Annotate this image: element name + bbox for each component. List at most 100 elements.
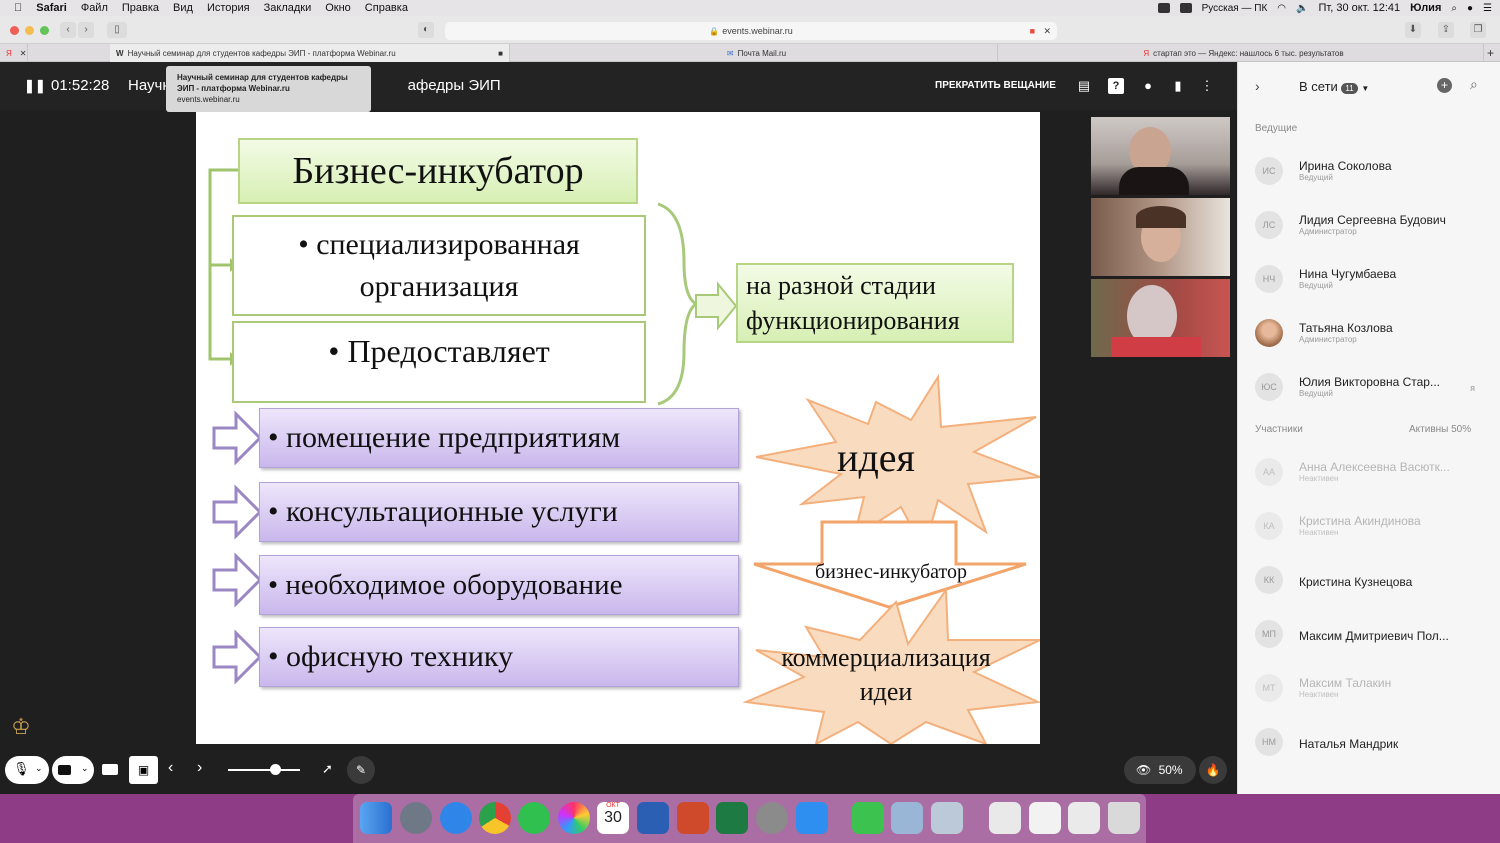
clock[interactable]: Пт, 30 окт. 12:41	[1318, 2, 1401, 14]
safari-icon[interactable]	[440, 802, 472, 834]
menu-history[interactable]: История	[198, 2, 250, 14]
next-slide-icon[interactable]: ›	[197, 759, 203, 776]
camera-button[interactable]: ⌄	[52, 756, 94, 784]
arrow-right-icon	[212, 410, 263, 466]
trash-icon[interactable]	[1108, 802, 1140, 834]
camera-in-use-icon[interactable]: ■	[1029, 26, 1035, 36]
slide-item-organization: • специализированная организация	[232, 215, 646, 316]
chrome-icon[interactable]	[479, 802, 511, 834]
microphone-button[interactable]: 🎙 ⌄	[5, 756, 49, 784]
document-icon[interactable]	[989, 802, 1021, 834]
word-icon[interactable]	[637, 802, 669, 834]
keyboard-layout[interactable]: Русская — ПК	[1201, 2, 1268, 14]
previous-slide-icon[interactable]: ‹	[168, 759, 174, 776]
tab-bar: Я✕ W Научный семинар для студентов кафед…	[0, 44, 1500, 62]
menu-window[interactable]: Окно	[316, 2, 351, 14]
address-bar[interactable]: 🔒 events.webinar.ru ■ ✕	[445, 22, 1057, 40]
person-icon[interactable]: ●	[1144, 78, 1152, 93]
camera-status-icon[interactable]	[1157, 3, 1170, 13]
volume-icon[interactable]: 🔈	[1296, 2, 1309, 14]
more-vertical-icon[interactable]: ⋮	[1200, 78, 1214, 93]
apple-icon[interactable]: 	[14, 2, 22, 14]
zoom-slider-track[interactable]	[228, 769, 300, 771]
participant-video[interactable]	[1091, 279, 1230, 357]
menu-app[interactable]: Safari	[28, 2, 67, 14]
menu-file[interactable]: Файл	[72, 2, 108, 14]
tab-webinar[interactable]: W Научный семинар для студентов кафедры …	[110, 44, 510, 62]
finder-icon[interactable]	[360, 802, 392, 834]
siri-icon[interactable]: ●	[1466, 2, 1474, 14]
search-icon[interactable]: ⌕	[1470, 76, 1478, 92]
tabs-overview-icon[interactable]: ❐	[1470, 22, 1486, 38]
idea-label: идея	[837, 434, 915, 480]
views-indicator[interactable]: 👁 50%	[1124, 756, 1196, 784]
online-filter[interactable]: В сети 11 ▼	[1299, 79, 1369, 94]
preview-icon[interactable]	[891, 802, 923, 834]
participant-video[interactable]	[1091, 198, 1230, 276]
tab-yandex[interactable]: Я стартап это — Яндекс: нашлось 6 тыс. р…	[998, 44, 1484, 62]
facetime-icon[interactable]	[852, 802, 884, 834]
clear-address-icon[interactable]: ✕	[1043, 25, 1051, 36]
chat-icon[interactable]: ▤	[1077, 78, 1091, 93]
close-window-button[interactable]	[10, 26, 19, 35]
back-icon[interactable]: ‹	[60, 22, 76, 38]
question-icon[interactable]: ?	[1108, 78, 1124, 94]
menu-view[interactable]: Вид	[164, 2, 193, 14]
downloads-icon[interactable]: ⬇	[1405, 22, 1421, 38]
presentation-icon[interactable]: ▣	[129, 756, 158, 784]
wifi-icon[interactable]: ◠	[1277, 2, 1287, 14]
powerpoint-icon[interactable]	[677, 802, 709, 834]
zoom-window-button[interactable]	[40, 26, 49, 35]
image-capture-icon[interactable]	[931, 802, 963, 834]
close-tab-icon[interactable]: ✕	[19, 48, 27, 58]
photos-icon[interactable]	[558, 802, 590, 834]
add-participant-icon[interactable]: +	[1437, 78, 1452, 93]
new-tab-icon[interactable]: +	[1486, 46, 1494, 60]
control-icon[interactable]: ☰	[1483, 2, 1492, 14]
system-preferences-icon[interactable]	[756, 802, 788, 834]
privacy-shield-icon[interactable]: ◐	[418, 22, 434, 38]
zoom-slider-handle[interactable]	[270, 764, 281, 775]
user-name[interactable]: Юлия	[1410, 2, 1442, 14]
app-store-icon[interactable]	[796, 802, 828, 834]
camera-tab-icon: ■	[498, 48, 503, 58]
excel-icon[interactable]	[716, 802, 748, 834]
sidebar-toggle-icon[interactable]: ▯	[107, 22, 127, 38]
menu-help[interactable]: Справка	[356, 2, 408, 14]
minimize-window-button[interactable]	[25, 26, 34, 35]
whatsapp-icon[interactable]	[518, 802, 550, 834]
document-icon[interactable]	[1068, 802, 1100, 834]
display-icon[interactable]	[1179, 3, 1192, 13]
yandex-pinned-tab[interactable]: Я✕	[0, 44, 28, 62]
video-hair	[1136, 206, 1186, 228]
menu-bookmarks[interactable]: Закладки	[255, 2, 312, 14]
pointer-icon[interactable]: ➚	[322, 761, 333, 776]
screen-share-icon[interactable]	[102, 764, 118, 775]
launchpad-icon[interactable]	[400, 802, 432, 834]
stop-broadcast-button[interactable]: ПРЕКРАТИТЬ ВЕЩАНИЕ	[935, 80, 1056, 91]
spotlight-icon[interactable]: ⌕	[1451, 2, 1457, 14]
share-icon[interactable]: ⇪	[1438, 22, 1454, 38]
draw-tool-icon[interactable]: ✎	[347, 756, 375, 784]
pause-icon[interactable]: ❚❚	[24, 78, 46, 93]
forward-icon[interactable]: ›	[78, 22, 94, 38]
flame-icon[interactable]: 🔥	[1199, 756, 1227, 784]
tab-mail[interactable]: ✉ Почта Mail.ru	[510, 44, 998, 62]
menu-edit[interactable]: Правка	[113, 2, 159, 14]
collapse-sidebar-icon[interactable]: ›	[1255, 78, 1260, 94]
participant-video[interactable]	[1091, 117, 1230, 195]
document-icon[interactable]	[1029, 802, 1061, 834]
document-icon[interactable]: ▮	[1174, 78, 1182, 93]
